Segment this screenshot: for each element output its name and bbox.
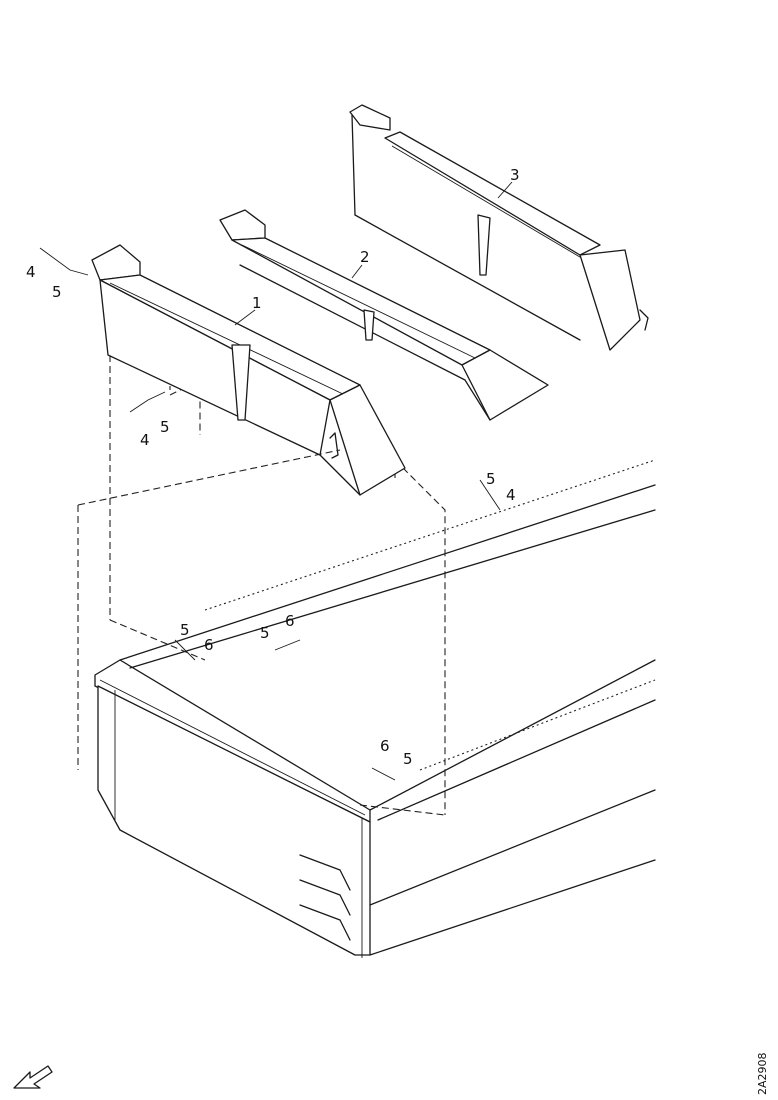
callout-part-1: 1 [252,294,262,312]
box-body [94,459,656,958]
part-1-frame [91,244,406,496]
callout-5f: 5 [403,750,413,768]
callout-4a: 4 [26,263,36,281]
callout-5c: 5 [486,470,496,488]
callout-5a: 5 [52,283,62,301]
callout-6f: 6 [380,737,390,755]
callout-5d: 5 [180,621,190,639]
direction-arrow-icon [13,1065,53,1089]
drawing-number: 2A2908 [756,1052,769,1095]
callout-6d: 6 [204,636,214,654]
leader-lines [39,181,513,781]
callout-part-3: 3 [510,166,520,184]
callout-part-2: 2 [360,248,370,266]
callout-4c: 4 [506,486,516,504]
callout-5e: 5 [260,624,270,642]
part-2-frame [219,209,549,421]
callout-4b: 4 [140,431,150,449]
part-3-frame [349,104,649,351]
latch-handles [299,854,351,941]
callout-5b: 5 [160,418,170,436]
callout-6e: 6 [285,612,295,630]
callout-labels: 1 2 3 4 5 4 5 5 4 5 6 5 6 6 5 [26,166,520,768]
